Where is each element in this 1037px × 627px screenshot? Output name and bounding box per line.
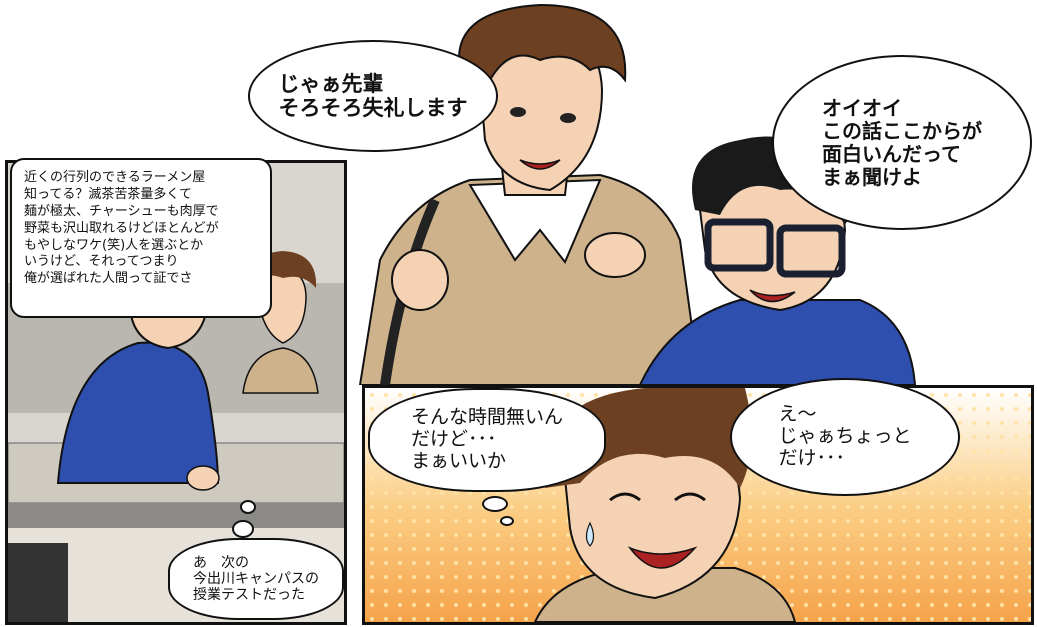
- narration-bubble-ramen: 近くの行列のできるラーメン屋 知ってる？滅茶苦茶量多くて 麺が極太、チャーシュー…: [10, 158, 272, 318]
- speech-text-kohai: じゃぁ先輩 そろそろ失礼します: [278, 71, 468, 120]
- speech-bubble-agree: え～ じゃぁちょっと だけ･･･: [730, 378, 960, 496]
- speech-text-agree: え～ じゃぁちょっと だけ･･･: [778, 403, 912, 469]
- thought-dot-1: [240, 500, 256, 514]
- speech-bubble-glasses: オイオイ この話ここからが 面白いんだって まぁ聞けよ: [772, 55, 1032, 230]
- narration-text-ramen: 近くの行列のできるラーメン屋 知ってる？滅茶苦茶量多くて 麺が極太、チャーシュー…: [24, 170, 219, 287]
- speech-text-glasses: オイオイ この話ここからが 面白いんだって まぁ聞けよ: [822, 95, 982, 189]
- thought-dot-2: [232, 520, 254, 538]
- thought-text-test: あ 次の 今出川キャンパスの 授業テストだった: [193, 554, 319, 604]
- speech-bubble-kohai: じゃぁ先輩 そろそろ失礼します: [248, 40, 498, 152]
- thought-bubble-test: あ 次の 今出川キャンパスの 授業テストだった: [168, 538, 344, 620]
- kohai-student: [358, 3, 702, 385]
- thought-dot-4: [482, 496, 508, 512]
- thought-bubble-no-time: そんな時間無いん だけど･･･ まぁいいか: [368, 388, 606, 492]
- top-art: [340, 0, 1037, 385]
- top-illustration: [358, 3, 917, 385]
- thought-text-no-time: そんな時間無いん だけど･･･ まぁいいか: [410, 406, 563, 472]
- thought-dot-5: [500, 516, 514, 526]
